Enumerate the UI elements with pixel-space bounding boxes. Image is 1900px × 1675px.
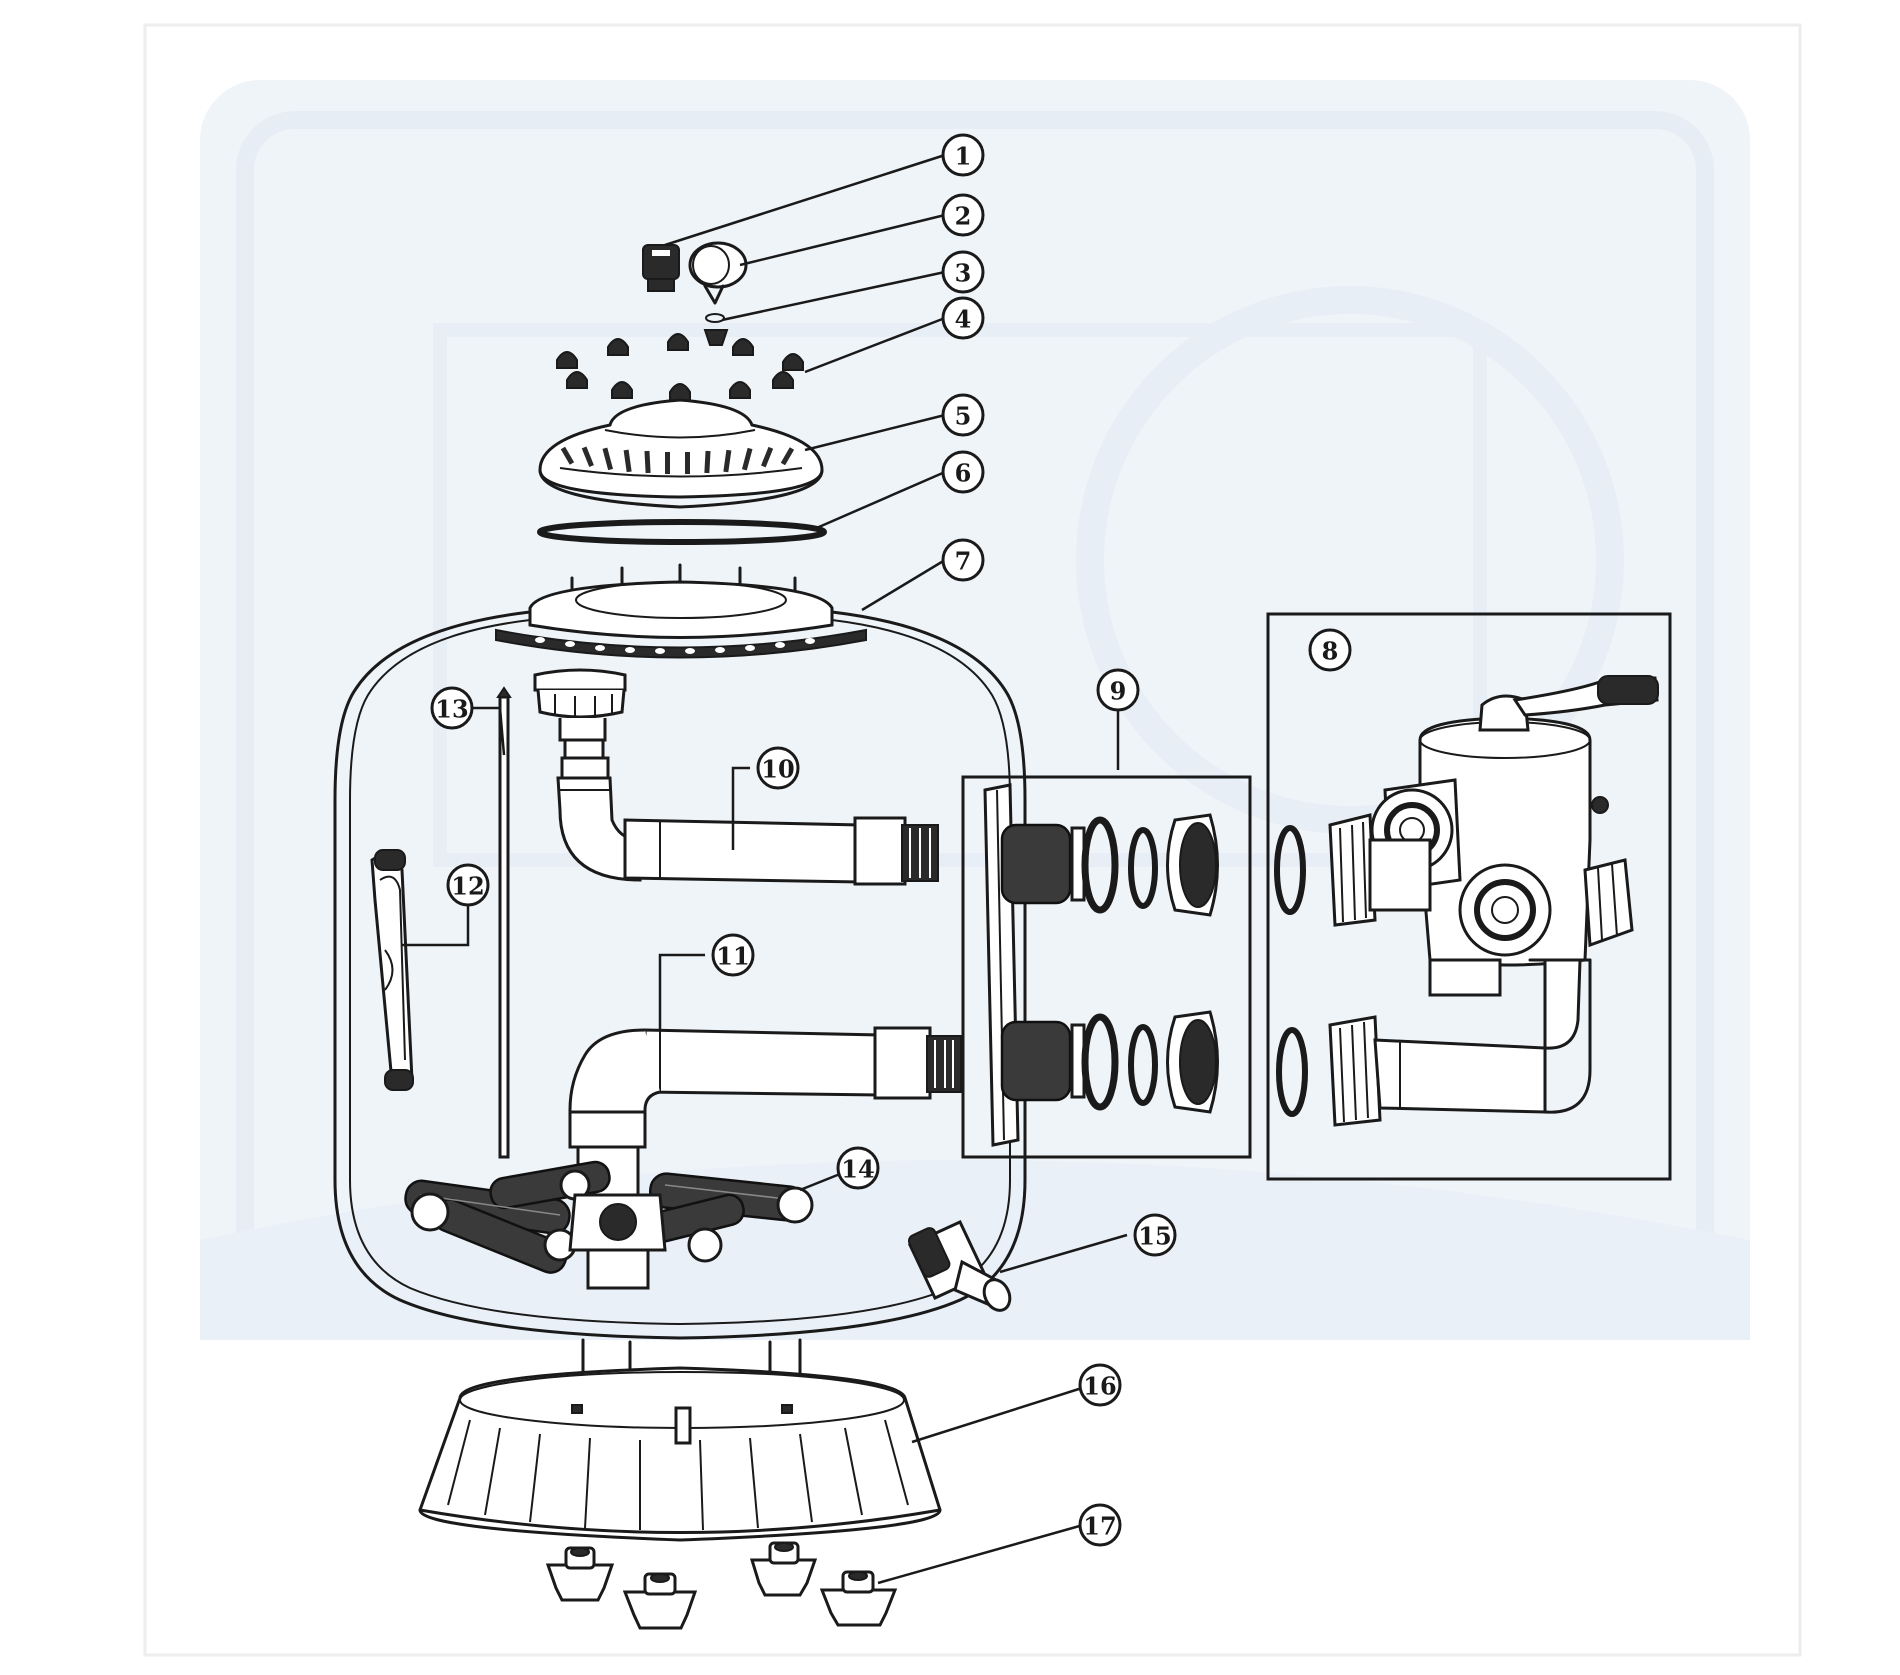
callout-circle — [941, 250, 985, 294]
callout-5: 5 — [941, 393, 985, 437]
callout-circle — [941, 193, 985, 237]
callout-16: 16 — [1078, 1363, 1122, 1407]
part-10-upper-pipe — [533, 668, 939, 886]
image-frame — [143, 23, 1802, 1657]
callout-14: 14 — [836, 1146, 880, 1190]
callout-number: 16 — [1083, 1372, 1116, 1401]
callout-number: 7 — [955, 547, 972, 576]
part-13-air-tube — [496, 686, 512, 1159]
part-12-clamp — [370, 849, 414, 1091]
callout-17: 17 — [1078, 1503, 1122, 1547]
callout-1: 1 — [941, 133, 985, 177]
callout-circle — [941, 133, 985, 177]
callout-number: 17 — [1083, 1512, 1116, 1541]
callout-circle — [1308, 628, 1352, 672]
part-1-air-release-knob — [642, 244, 680, 292]
callout-number: 14 — [841, 1155, 874, 1184]
callout-number: 1 — [955, 142, 972, 171]
callout-12: 12 — [446, 863, 490, 907]
callout-circle — [1078, 1503, 1122, 1547]
part-14-laterals — [404, 1160, 814, 1290]
callout-circle — [941, 538, 985, 582]
callout-3: 3 — [941, 250, 985, 294]
callout-number: 5 — [955, 402, 972, 431]
callout-7: 7 — [941, 538, 985, 582]
callout-number: 13 — [435, 695, 468, 724]
part-8-multiport-valve — [1266, 612, 1672, 1181]
callout-circle — [446, 863, 490, 907]
callout-circle — [836, 1146, 880, 1190]
callout-circle — [1133, 1213, 1177, 1257]
callout-10: 10 — [756, 746, 800, 790]
callout-2: 2 — [941, 193, 985, 237]
callout-11: 11 — [711, 933, 755, 977]
callout-4: 4 — [941, 296, 985, 340]
callout-number: 15 — [1138, 1222, 1171, 1251]
callout-number: 4 — [955, 305, 972, 334]
part-3-gauge-seal — [703, 313, 729, 346]
callout-8: 8 — [1308, 628, 1352, 672]
callout-number: 8 — [1322, 637, 1339, 666]
callout-9: 9 — [1096, 668, 1140, 712]
callout-13: 13 — [430, 686, 474, 730]
part-6-lid-o-ring — [537, 519, 827, 545]
callout-number: 6 — [955, 459, 972, 488]
part-4-lid-nuts — [556, 333, 804, 401]
part-2-pressure-gauge — [688, 241, 748, 305]
callout-circle — [1078, 1363, 1122, 1407]
callout-circle — [756, 746, 800, 790]
part-15-drain-plug — [907, 1220, 1012, 1312]
callout-number: 12 — [451, 872, 484, 901]
callout-circle — [430, 686, 474, 730]
part-5-dome-lid — [538, 398, 824, 509]
callout-number: 3 — [955, 259, 972, 288]
callout-15: 15 — [1133, 1213, 1177, 1257]
part-16-base-stand — [418, 1366, 942, 1542]
callout-number: 2 — [955, 202, 972, 231]
callout-number: 9 — [1110, 677, 1127, 706]
callout-circle — [941, 450, 985, 494]
callout-number: 11 — [716, 942, 749, 971]
callout-circle — [711, 933, 755, 977]
callout-number: 10 — [761, 755, 794, 784]
callout-6: 6 — [941, 450, 985, 494]
callout-circle — [1096, 668, 1140, 712]
callout-circle — [941, 296, 985, 340]
part-9-union-kit — [961, 775, 1252, 1159]
part-7-tank-body — [333, 563, 1027, 1382]
part-17-feet — [545, 1541, 898, 1630]
callout-circle — [941, 393, 985, 437]
